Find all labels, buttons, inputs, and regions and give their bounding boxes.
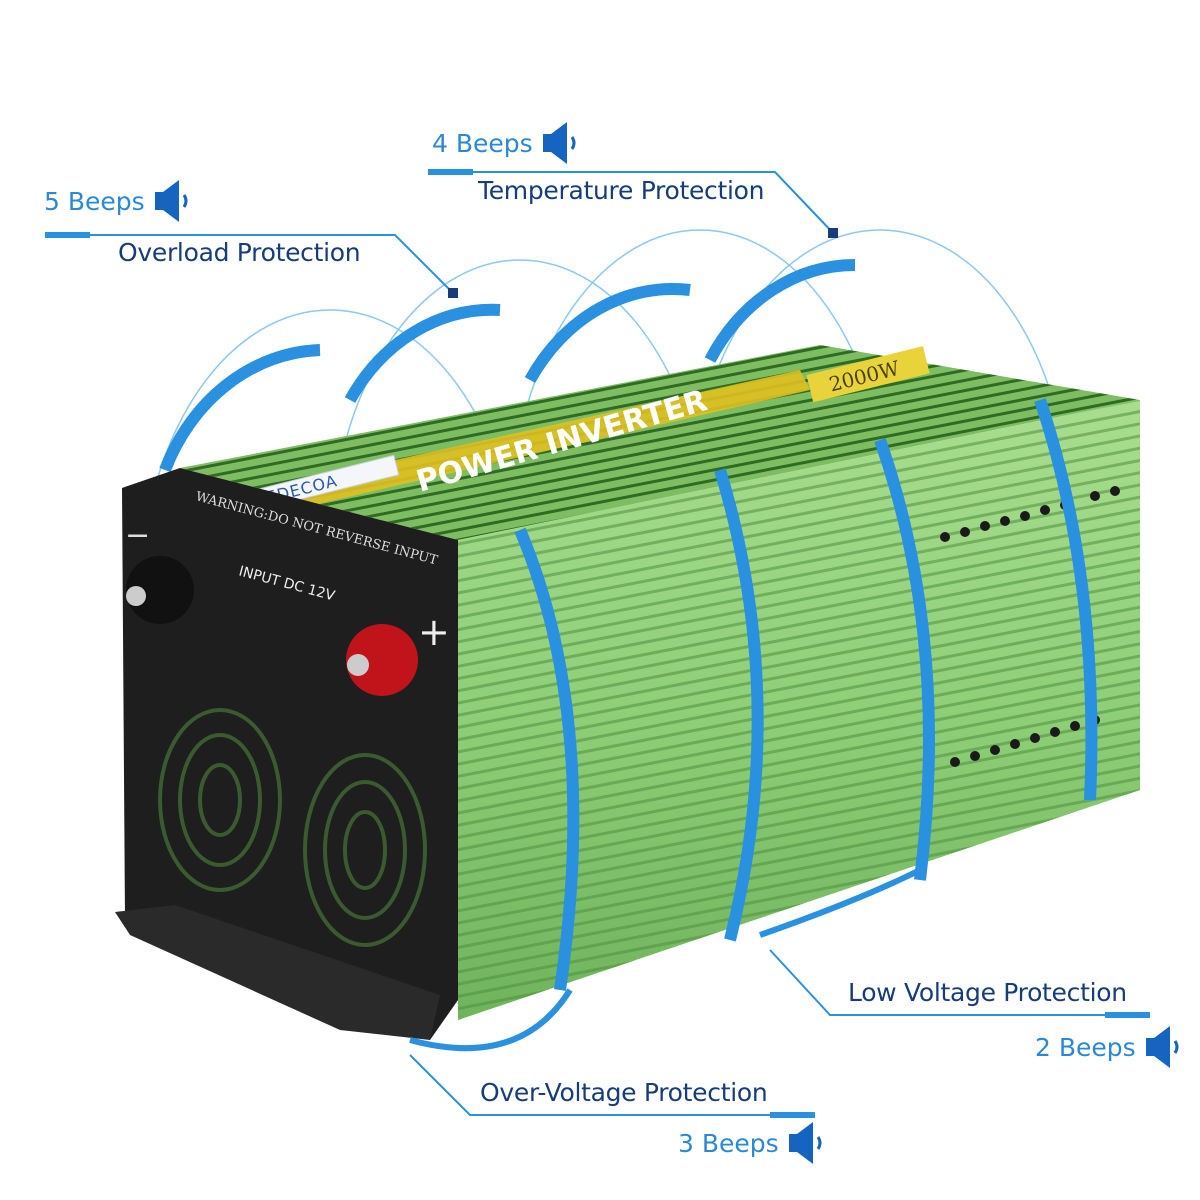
speaker-icon bbox=[788, 1122, 822, 1164]
beeps-count: 3 Beeps bbox=[678, 1128, 779, 1158]
callout-over-voltage: Over-Voltage Protection bbox=[480, 1078, 768, 1107]
airflow-arcs-front bbox=[409, 398, 1098, 1052]
speaker-icon bbox=[154, 180, 188, 222]
negative-terminal bbox=[126, 556, 194, 624]
front-panel bbox=[122, 468, 458, 1040]
positive-terminal bbox=[346, 624, 418, 696]
positive-sign: + bbox=[418, 610, 450, 654]
callout-lines bbox=[45, 171, 1150, 1116]
beeps-temperature: 4 Beeps bbox=[432, 120, 581, 166]
beeps-low-voltage: 2 Beeps bbox=[1035, 1024, 1184, 1070]
fan-grilles bbox=[158, 708, 427, 947]
beeps-over-voltage: 3 Beeps bbox=[678, 1120, 827, 1166]
beeps-count: 5 Beeps bbox=[44, 186, 145, 216]
inverter-top bbox=[180, 345, 1140, 540]
callout-temperature: Temperature Protection bbox=[478, 176, 765, 205]
callout-low-voltage: Low Voltage Protection bbox=[848, 978, 1127, 1007]
airflow-arcs-back bbox=[159, 258, 856, 473]
speaker-icon bbox=[542, 122, 576, 164]
speaker-icon bbox=[1145, 1026, 1179, 1068]
beeps-count: 4 Beeps bbox=[432, 128, 533, 158]
beeps-count: 2 Beeps bbox=[1035, 1032, 1136, 1062]
beeps-overload: 5 Beeps bbox=[44, 178, 193, 224]
negative-sign: − bbox=[125, 518, 150, 553]
callout-overload: Overload Protection bbox=[118, 238, 361, 267]
